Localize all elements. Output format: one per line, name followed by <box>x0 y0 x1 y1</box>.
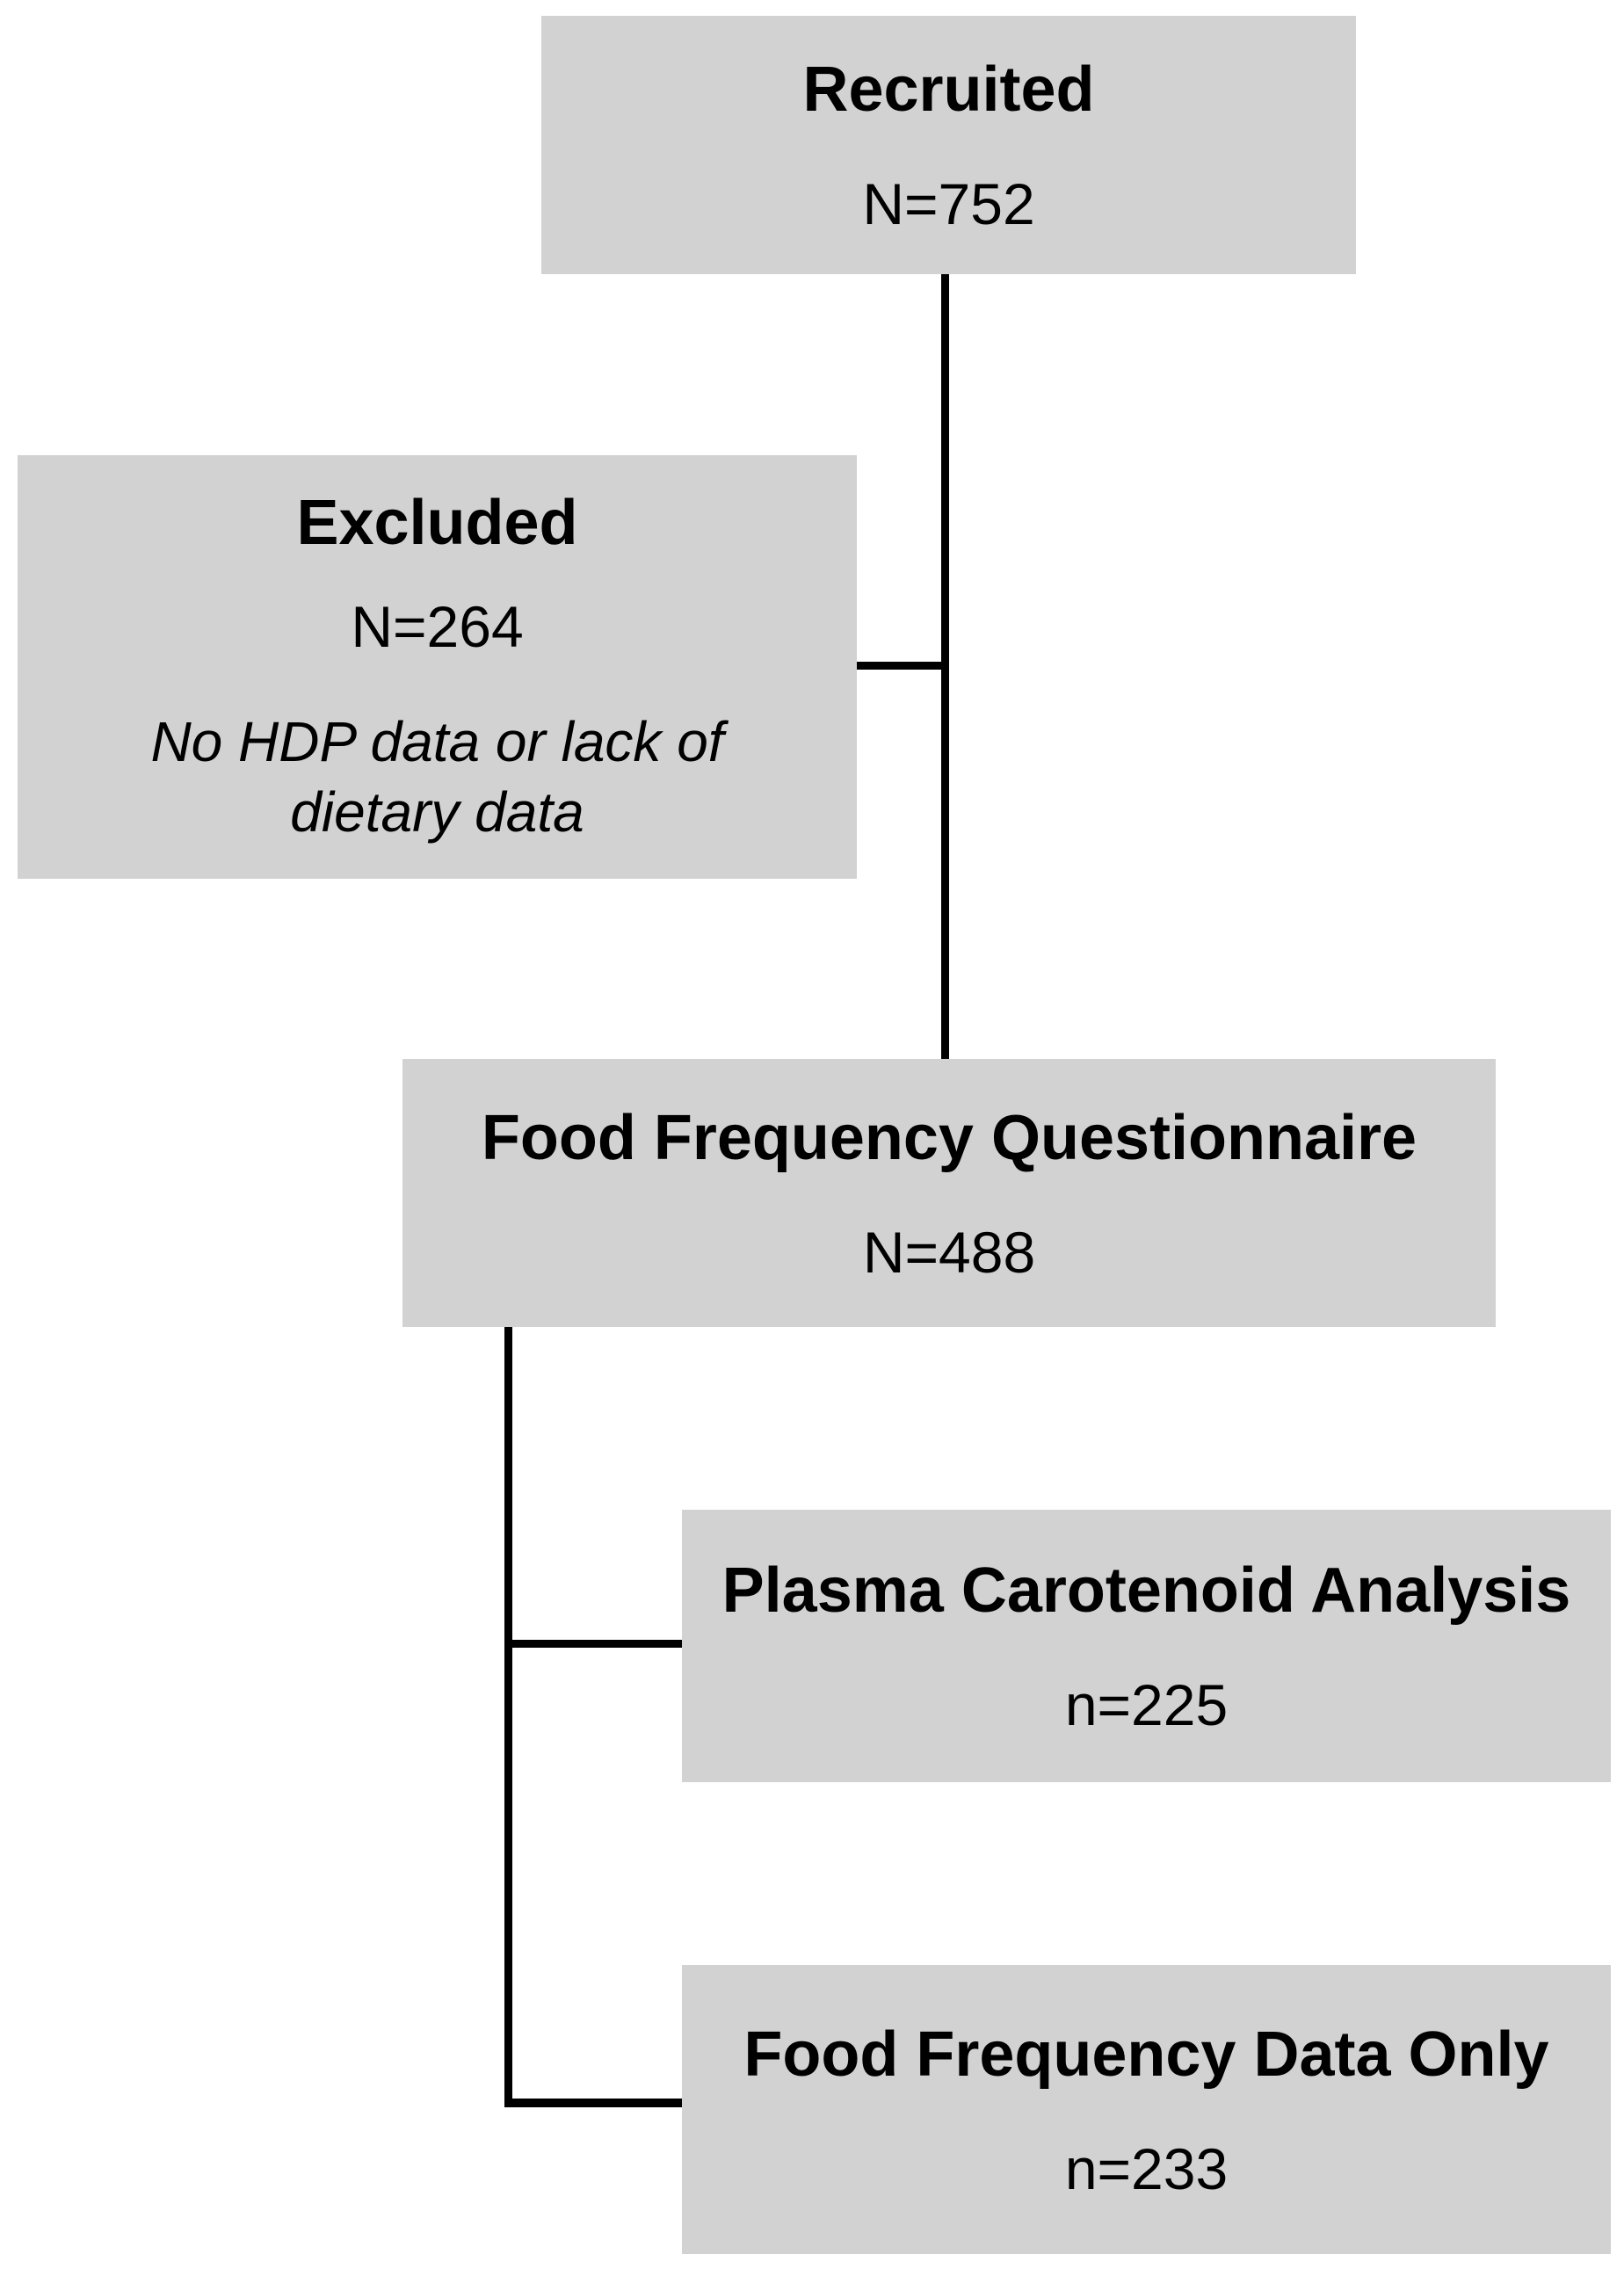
node-title: Recruited <box>802 54 1095 126</box>
node-title: Excluded <box>296 488 578 559</box>
node-count: N=488 <box>862 1219 1036 1285</box>
connector-ffq-down-branch <box>504 1327 512 2107</box>
node-title: Food Frequency Data Only <box>743 2019 1549 2090</box>
node-food-frequency-data-only: Food Frequency Data Only n=233 <box>682 1965 1611 2254</box>
node-title: Plasma Carotenoid Analysis <box>721 1555 1571 1627</box>
connector-recruited-to-ffq <box>941 274 949 1061</box>
node-exclusion-reason: No HDP data or lack of dietary data <box>150 709 724 844</box>
connector-plasma-branch <box>510 1640 682 1648</box>
connector-excluded-branch <box>857 662 945 670</box>
node-count: N=264 <box>351 594 524 660</box>
node-count: n=233 <box>1064 2135 1229 2201</box>
node-excluded: Excluded N=264 No HDP data or lack of di… <box>18 455 857 879</box>
node-food-frequency-questionnaire: Food Frequency Questionnaire N=488 <box>402 1059 1496 1327</box>
connector-ffq-only-branch <box>504 2099 682 2107</box>
node-plasma-carotenoid-analysis: Plasma Carotenoid Analysis n=225 <box>682 1510 1611 1782</box>
node-title: Food Frequency Questionnaire <box>481 1102 1417 1173</box>
node-recruited: Recruited N=752 <box>541 16 1356 274</box>
node-count: n=225 <box>1064 1672 1229 1738</box>
node-count: N=752 <box>862 171 1035 237</box>
